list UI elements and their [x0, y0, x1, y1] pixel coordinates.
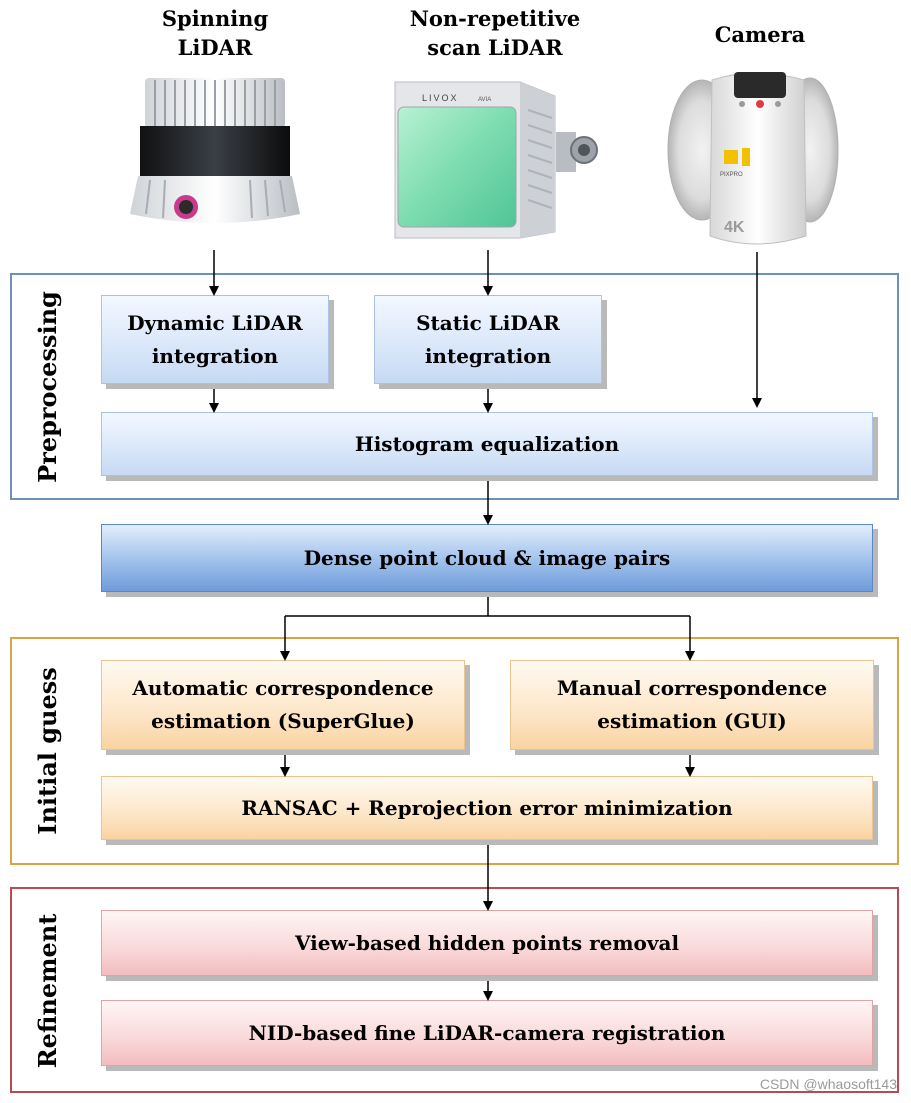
manual-correspondence-box: Manual correspondence estimation (GUI) [510, 660, 874, 750]
ransac-box: RANSAC + Reprojection error minimization [101, 776, 873, 840]
nid-registration-text: NID-based fine LiDAR-camera registration [248, 1020, 726, 1045]
livox-brand-text: LIVOX [422, 93, 459, 103]
dense-point-cloud-box: Dense point cloud & image pairs [101, 524, 873, 592]
spinning-lidar-image [130, 78, 300, 223]
nid-registration-box: NID-based fine LiDAR-camera registration [101, 1000, 873, 1066]
nonrep-lidar-label: Non-repetitive scan LiDAR [409, 6, 581, 60]
dynamic-lidar-integration-text: Dynamic LiDAR integration [127, 310, 303, 368]
hidden-points-removal-text: View-based hidden points removal [294, 930, 680, 955]
dynamic-lidar-integration-box: Dynamic LiDAR integration [101, 295, 329, 384]
ransac-text: RANSAC + Reprojection error minimization [241, 795, 733, 820]
static-lidar-integration-text: Static LiDAR integration [416, 310, 560, 368]
automatic-correspondence-text: Automatic correspondence estimation (Sup… [132, 676, 434, 733]
static-lidar-integration-box: Static LiDAR integration [374, 295, 602, 384]
hidden-points-removal-box: View-based hidden points removal [101, 910, 873, 976]
camera-brand-text: PIXPRO [720, 172, 743, 178]
kodak-camera-image: PIXPRO 4K [667, 72, 839, 245]
camera-label: Camera [714, 22, 806, 47]
histogram-equalization-text: Histogram equalization [354, 431, 620, 456]
livox-model-text: AVIA [478, 97, 491, 103]
livox-lidar-image: LIVOX AVIA [394, 81, 598, 239]
manual-correspondence-text: Manual correspondence estimation (GUI) [556, 676, 828, 733]
watermark: CSDN @whaosoft143 [759, 1076, 897, 1092]
dense-point-cloud-text: Dense point cloud & image pairs [303, 545, 671, 570]
initial-guess-label: Initial guess [33, 667, 62, 835]
preprocessing-label: Preprocessing [33, 291, 62, 483]
spinning-lidar-label: Spinning LiDAR [161, 6, 269, 60]
refinement-label: Refinement [33, 913, 62, 1069]
automatic-correspondence-box: Automatic correspondence estimation (Sup… [101, 660, 465, 750]
histogram-equalization-box: Histogram equalization [101, 412, 873, 476]
camera-4k-text: 4K [724, 219, 745, 236]
